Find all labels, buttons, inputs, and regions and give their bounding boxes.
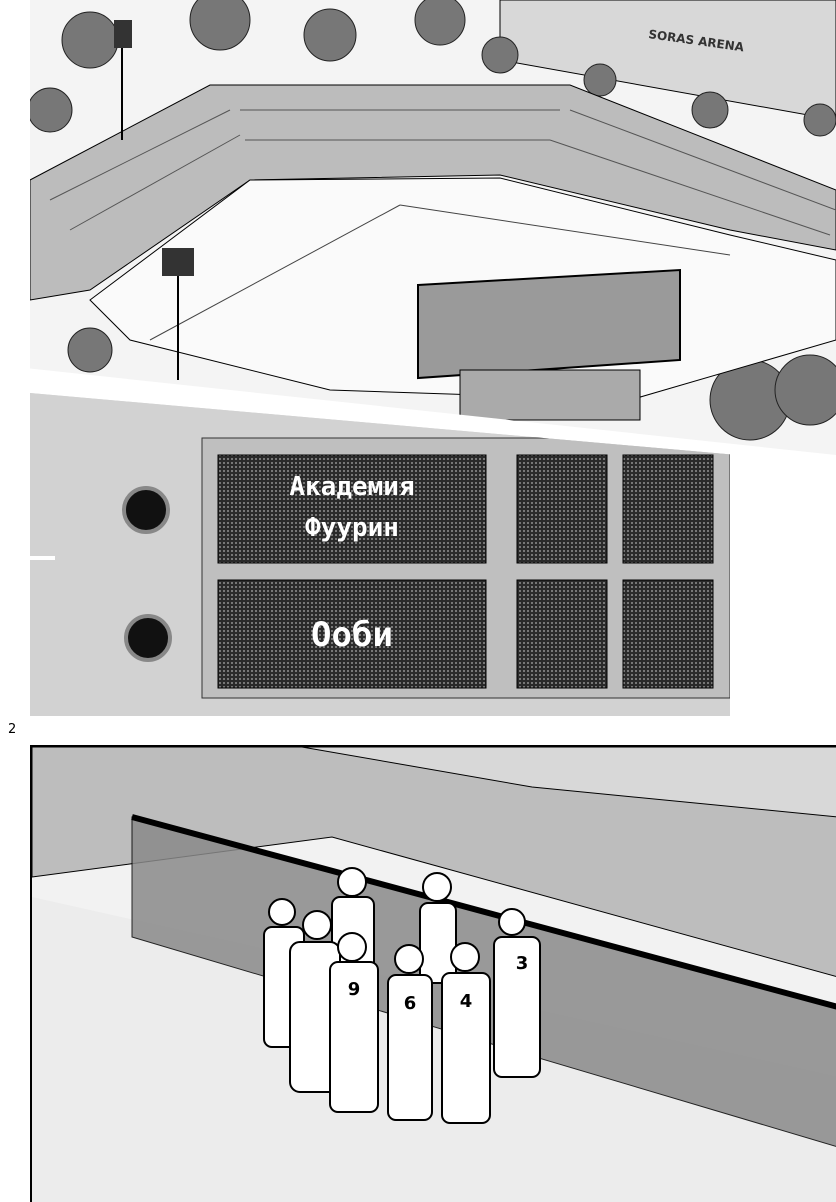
- scoreboard-illustration: Академия Фуурин Ооби: [30, 393, 730, 716]
- stadium-illustration: SORAS ARENA: [30, 0, 836, 455]
- jersey-number: 4: [460, 991, 473, 1012]
- page-number: 2: [8, 722, 17, 737]
- team-bottom-name: Ооби: [311, 615, 393, 655]
- score-cells: [516, 454, 714, 689]
- dugout-illustration: 9 6 4 3: [32, 747, 836, 1202]
- team-top-panel: [217, 454, 487, 564]
- team-top-line1: Академия: [289, 472, 414, 502]
- jersey-number: 9: [348, 979, 361, 1000]
- scoreboard-closeup-panel: Академия Фуурин Ооби: [30, 393, 730, 716]
- players: [263, 867, 541, 1124]
- team-bottom-panel: [217, 579, 487, 689]
- jersey-number: 3: [516, 953, 529, 974]
- rivet-bottom: [124, 614, 172, 662]
- team-top-line2: Фуурин: [305, 513, 399, 543]
- jersey-number: 6: [404, 993, 417, 1014]
- stadium-overview-panel: SORAS ARENA: [30, 0, 836, 455]
- dugout-team-panel: 9 6 4 3: [30, 745, 836, 1202]
- rivet-top: [122, 486, 170, 534]
